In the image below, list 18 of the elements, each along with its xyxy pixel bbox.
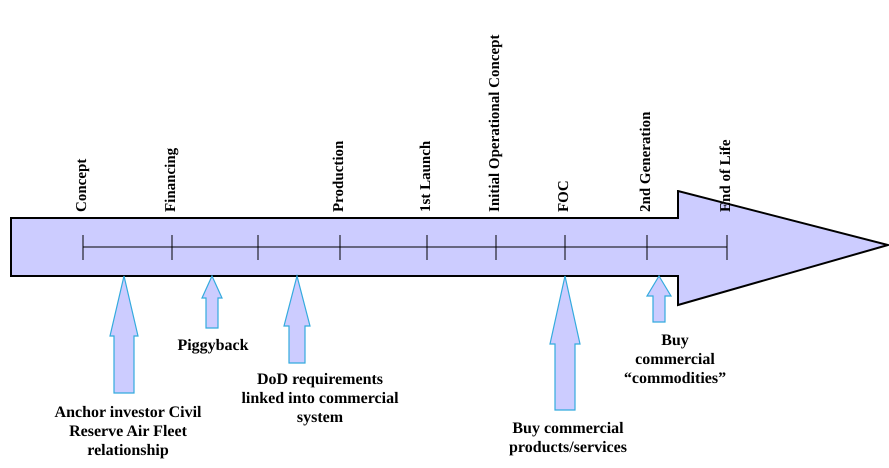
node-label: Buy commercial “commodities” xyxy=(622,331,728,388)
node-label: Piggyback xyxy=(176,336,250,355)
node-label: Buy commercial products/services xyxy=(508,419,628,457)
milestone-label: Production xyxy=(331,140,348,212)
block-arrow xyxy=(283,274,311,364)
block-arrow xyxy=(549,275,581,411)
node-label: DoD requirements linked into commercial system xyxy=(240,370,400,427)
milestone-label: 1st Launch xyxy=(418,140,435,212)
node-label: Anchor investor Civil Reserve Air Fleet relationship xyxy=(54,403,202,460)
block-arrow xyxy=(109,275,139,394)
block-arrow xyxy=(646,274,672,323)
block-arrow xyxy=(201,274,223,329)
milestone-label: 2nd Generation xyxy=(638,112,655,212)
milestone-label: FOC xyxy=(556,180,573,212)
milestone-label: End of Life xyxy=(718,139,735,212)
milestone-label: Financing xyxy=(163,148,180,212)
milestone-label: Concept xyxy=(74,158,91,212)
milestone-label: Initial Operational Concept xyxy=(487,34,504,212)
